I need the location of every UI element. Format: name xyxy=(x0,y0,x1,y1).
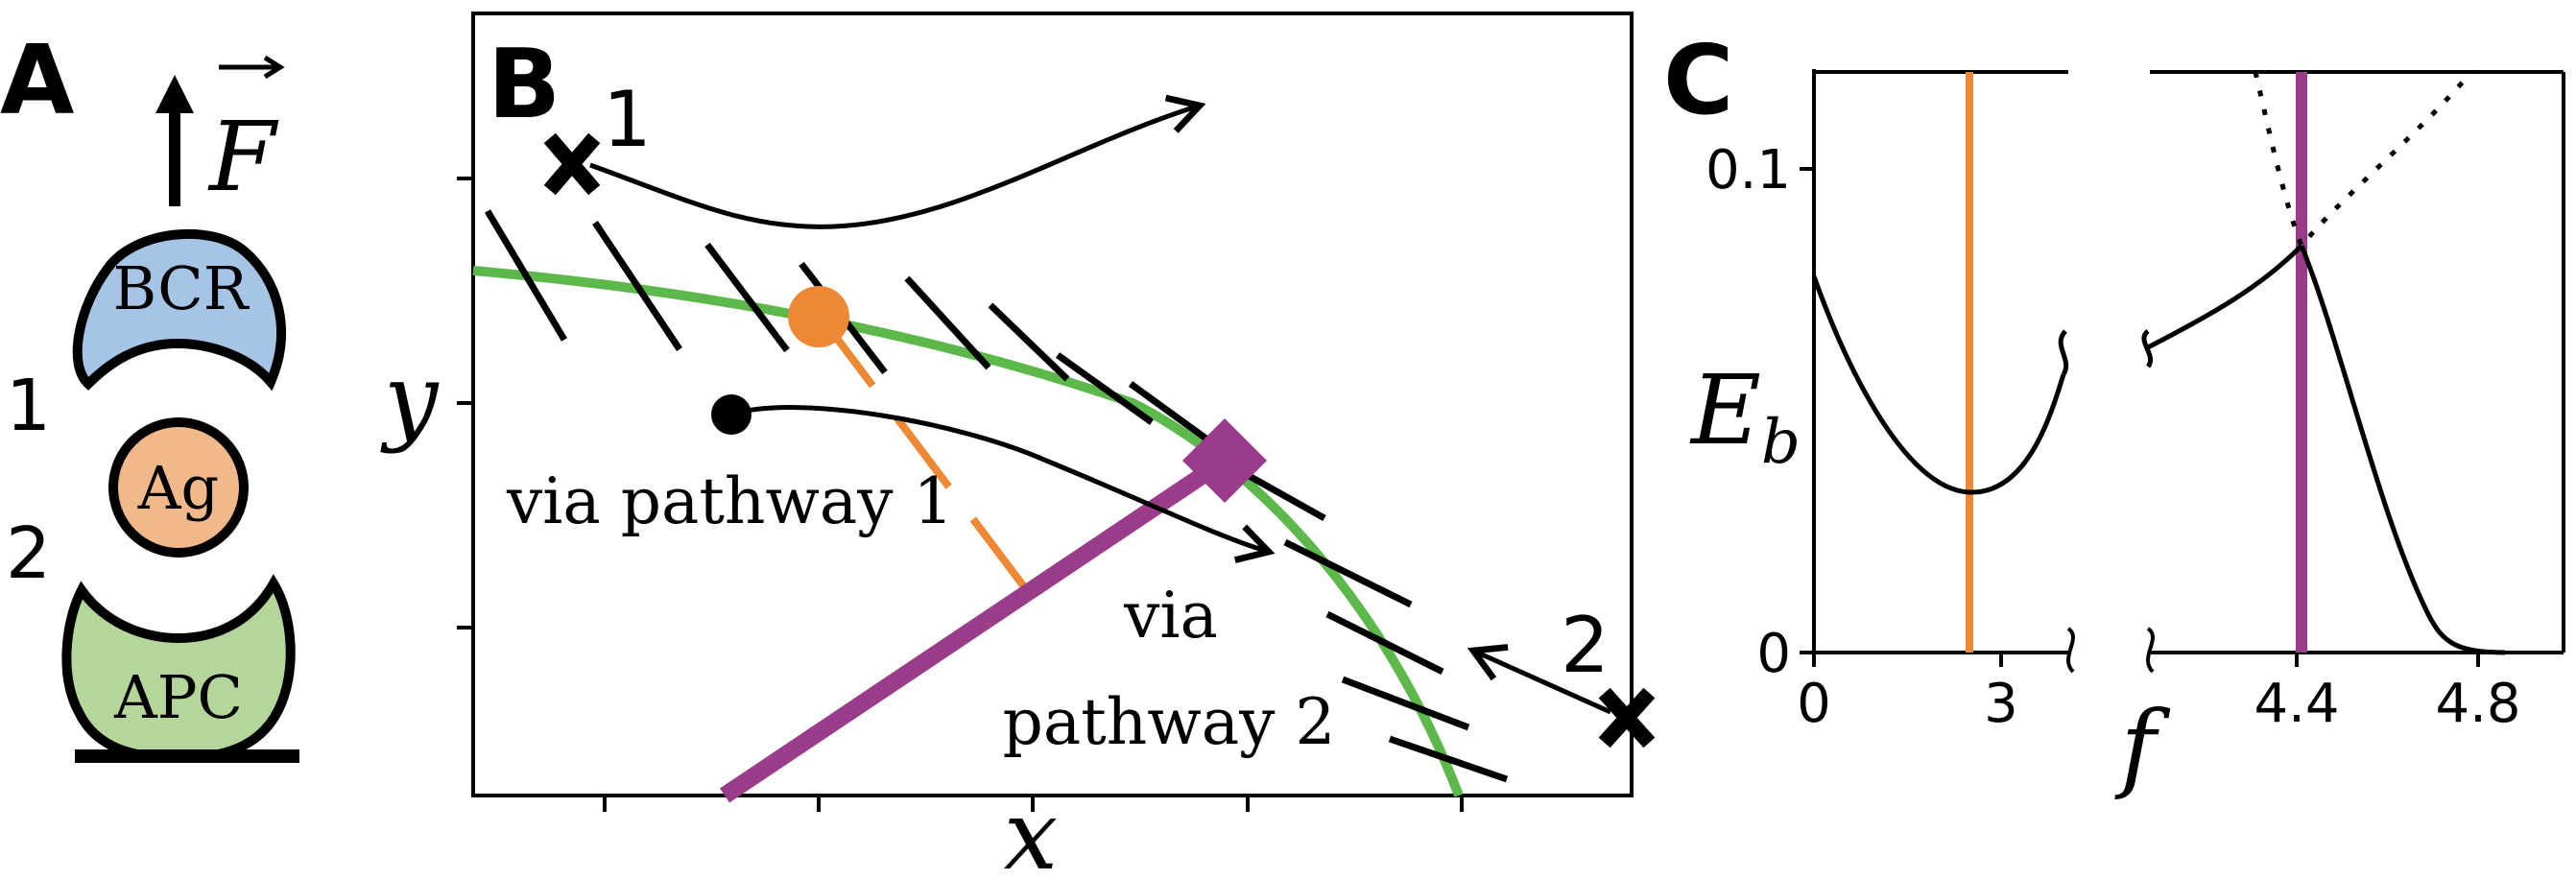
start1-label: 1 xyxy=(603,75,652,164)
panel-b-xlabel: x xyxy=(1004,779,1058,879)
panel-c-ylabel-sub: b xyxy=(1761,407,1801,478)
trajectory-1-arrow xyxy=(589,94,1206,229)
pathway2-label-line1: via xyxy=(1123,579,1218,653)
panel-a: A F BCR 1 2 Ag APC xyxy=(0,24,299,764)
panel-c-ytick-label-0.1: 0.1 xyxy=(1705,139,1791,202)
bond1-label: 1 xyxy=(6,365,51,447)
flow-field-dashes xyxy=(484,209,1509,783)
trajectory-2-arrow xyxy=(1467,644,1612,715)
purple-saddle-point xyxy=(1182,418,1267,503)
orange-saddle-point xyxy=(788,286,849,347)
panel-b-x-ticks xyxy=(603,796,1464,812)
axis-break-icon xyxy=(2066,627,2155,674)
bcr-label: BCR xyxy=(113,253,250,323)
force-label: F xyxy=(207,101,279,213)
panel-b: x y 1 xyxy=(380,12,1656,879)
panel-c-letter: C xyxy=(1663,24,1733,136)
panel-c-xtick-label-4.8: 4.8 xyxy=(2435,673,2520,735)
panel-c: C 0.1 0 0 3 4.4 4.8 f Eb xyxy=(1663,24,2565,802)
bcr-shape xyxy=(72,228,286,392)
start2-label: 2 xyxy=(1561,601,1610,690)
barrier-curve-left-break-icon xyxy=(2058,329,2069,376)
panel-c-ylabel-main: E xyxy=(1689,354,1761,466)
panel-c-ylabel: Eb xyxy=(1689,354,1801,478)
ag-label: Ag xyxy=(137,453,219,523)
start2-marker-icon xyxy=(1598,687,1656,748)
bond2-label: 2 xyxy=(6,512,51,595)
pathway1-label: via pathway 1 xyxy=(506,464,953,538)
panel-b-ylabel: y xyxy=(380,343,440,455)
apc-shape xyxy=(61,574,296,764)
ag-shape xyxy=(108,417,249,558)
purple-pathway-line xyxy=(719,453,1230,803)
pathway2-label-line2: pathway 2 xyxy=(1003,685,1336,759)
barrier-curve-left xyxy=(1811,275,2066,495)
force-vector-arrow-icon xyxy=(219,55,285,80)
panel-c-ytick-label-0: 0 xyxy=(1756,623,1791,685)
barrier-curve-right-lower xyxy=(2299,245,2506,655)
panel-c-xtick-label-3: 3 xyxy=(1984,673,2018,735)
panel-b-y-ticks xyxy=(457,177,473,630)
panel-a-letter: A xyxy=(0,24,74,136)
orange-pathway-line xyxy=(817,314,1036,600)
barrier-curve-right-break-icon xyxy=(2141,329,2153,368)
panel-c-x-ticks xyxy=(1812,653,2480,667)
force-arrow-head xyxy=(155,75,194,113)
apc-label: APC xyxy=(113,662,243,732)
start1-marker-icon xyxy=(543,132,601,196)
panel-b-letter: B xyxy=(488,28,561,140)
panel-c-xtick-label-4.4: 4.4 xyxy=(2254,673,2339,735)
pathway1-trajectory-arrow xyxy=(730,405,1276,563)
panel-c-xlabel: f xyxy=(2113,690,2170,802)
dotted-barrier-curve xyxy=(2253,70,2473,250)
black-start-dot xyxy=(711,394,751,435)
barrier-curve-right-upper xyxy=(2146,244,2303,350)
panel-c-xtick-label-0: 0 xyxy=(1797,673,1831,735)
